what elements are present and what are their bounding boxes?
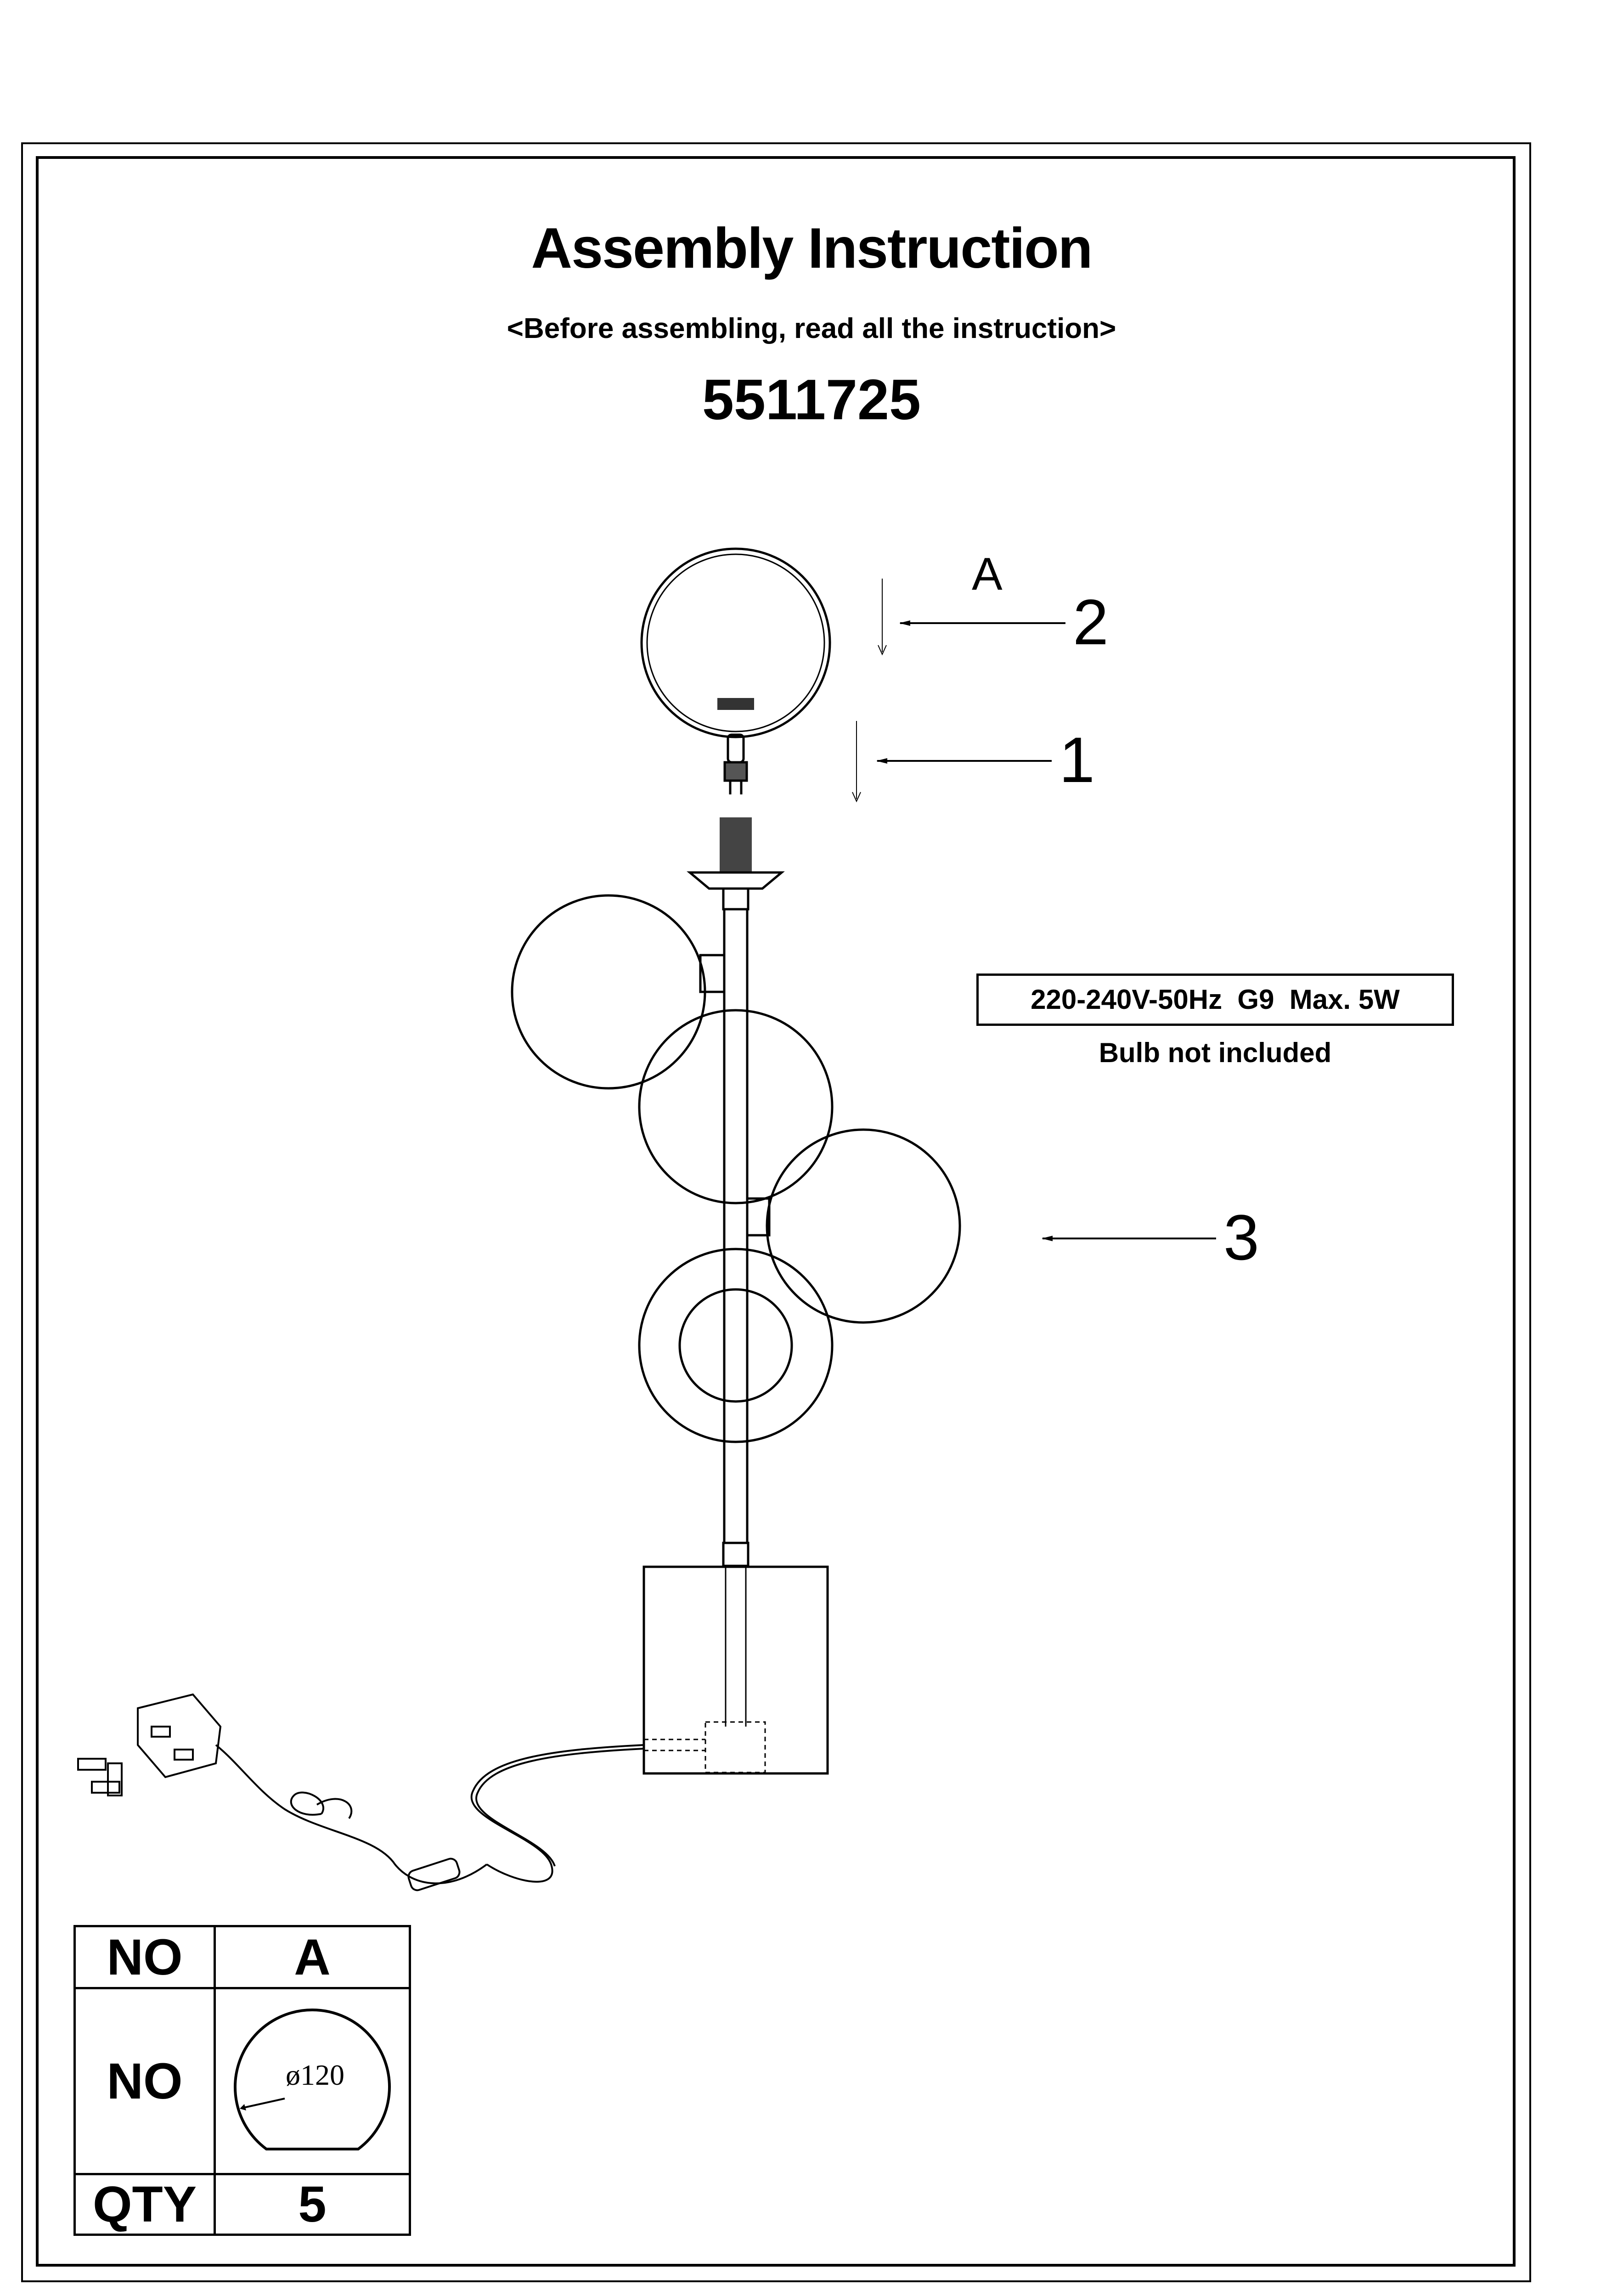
drop-indicators <box>852 579 887 803</box>
parts-table-qty-label: QTY <box>73 2173 216 2236</box>
parts-table: NO A NO ø120 QTY 5 <box>73 1925 411 2236</box>
glass-globe-lower <box>638 1248 834 1443</box>
parts-table-row-label: NO <box>73 1987 216 2175</box>
top-glass-shade <box>640 547 831 738</box>
parts-table-part-header: A <box>214 1925 411 1989</box>
page-title: Assembly Instruction <box>531 217 1093 280</box>
g9-bulb <box>723 733 748 794</box>
stem-joint <box>722 1542 750 1567</box>
glass-globe-center <box>638 1009 834 1204</box>
callout-label-3: 3 <box>1223 1201 1259 1273</box>
callout-label-1: 1 <box>1059 724 1095 796</box>
power-cord <box>77 1693 644 1891</box>
callout-label-2: 2 <box>1073 586 1109 658</box>
model-number: 5511725 <box>702 368 921 432</box>
parts-table-qty-value: 5 <box>214 2173 411 2236</box>
lamp-stem <box>723 909 749 1543</box>
glass-globe-right <box>746 1128 961 1324</box>
glass-globe-left <box>511 894 726 1090</box>
diameter-dimension: ø120 <box>286 2059 344 2091</box>
lamp-base <box>642 1565 829 1775</box>
lamp-holder <box>687 817 785 911</box>
page-subtitle: <Before assembling, read all the instruc… <box>507 313 1116 344</box>
inner-frame <box>36 156 1516 2267</box>
parts-table-image-cell: ø120 <box>214 1987 411 2175</box>
outer-frame <box>21 142 1531 2282</box>
electrical-rating: 220-240V-50Hz G9 Max. 5W <box>976 974 1454 1026</box>
parts-table-no-header: NO <box>73 1925 216 1989</box>
parts-table-image-row: NO ø120 <box>73 1987 411 2175</box>
parts-table-header-row: NO A <box>73 1925 411 1989</box>
callout-label-a: A <box>972 548 1003 600</box>
bulb-note: Bulb not included <box>1099 1037 1332 1068</box>
glass-shade-part-icon <box>234 2009 391 2150</box>
leader-lines <box>876 620 1216 1241</box>
parts-table-qty-row: QTY 5 <box>73 2173 411 2236</box>
